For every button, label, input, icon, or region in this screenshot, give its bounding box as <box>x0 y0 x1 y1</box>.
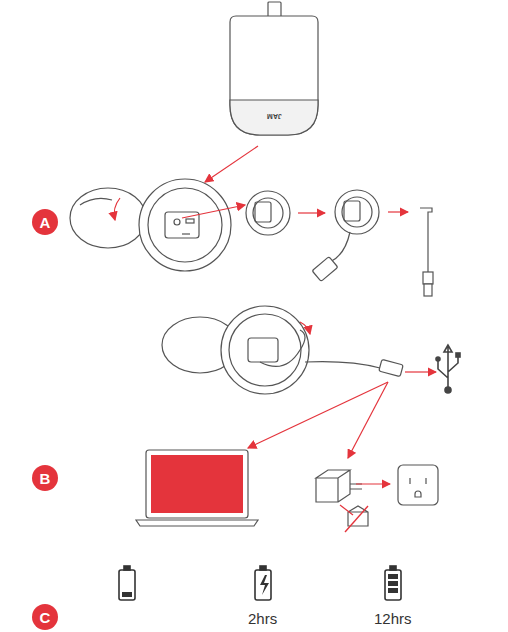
step-badge: A <box>32 209 58 235</box>
charge-time: 12hrs <box>374 610 412 627</box>
step-letter: B <box>40 471 51 486</box>
step-letter: C <box>40 610 51 625</box>
step-badge: B <box>32 465 58 491</box>
charge-time: 2hrs <box>248 610 277 627</box>
step-badge: C <box>32 604 58 630</box>
brand-logo: JAM <box>267 113 282 120</box>
step-letter: A <box>40 215 51 230</box>
